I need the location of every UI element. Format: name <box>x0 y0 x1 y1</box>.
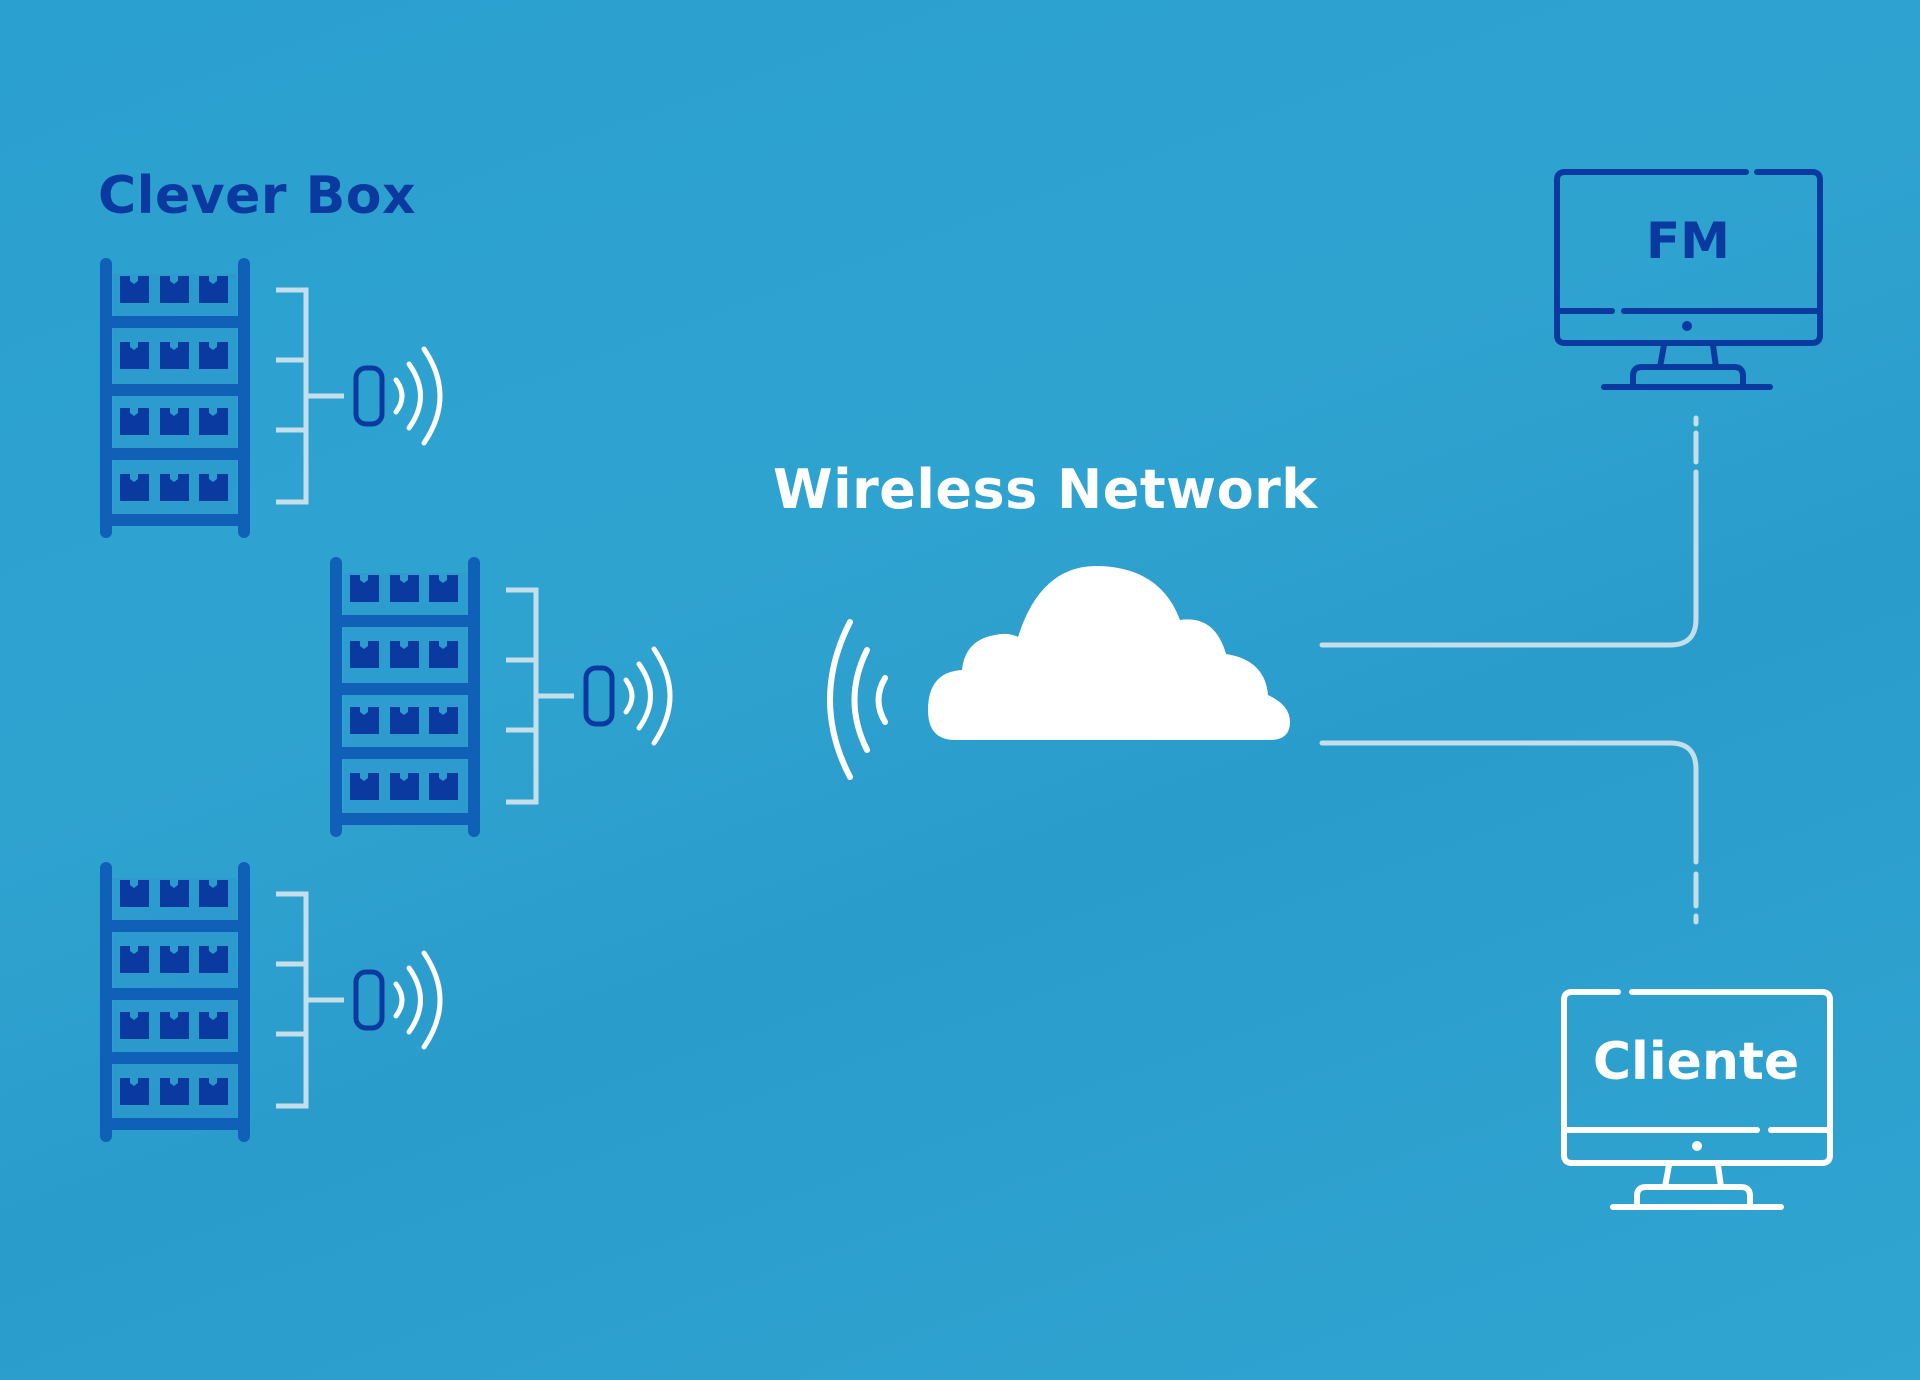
wifi-signal-icon <box>827 619 888 780</box>
sensor-tag-icon <box>276 290 440 502</box>
cloud-icon <box>928 566 1290 740</box>
connector-cloud-cliente <box>1319 740 1699 865</box>
fm-label: FM <box>1646 212 1730 270</box>
rack-2 <box>330 557 480 837</box>
rack-1 <box>100 258 250 538</box>
clever-box-title: Clever Box <box>98 166 417 226</box>
wireless-network-title: Wireless Network <box>773 458 1318 521</box>
sensor-2 <box>506 590 670 802</box>
sensor-1 <box>276 290 440 502</box>
fm-monitor <box>1554 169 1823 390</box>
cliente-monitor <box>1561 989 1833 1210</box>
sensor-tag-icon <box>276 894 440 1106</box>
sensor-tag-icon <box>506 590 670 802</box>
rack-3 <box>100 862 250 1142</box>
sensor-3 <box>276 894 440 1106</box>
connector-cloud-fm <box>1319 469 1699 648</box>
cliente-label: Cliente <box>1592 1032 1800 1092</box>
